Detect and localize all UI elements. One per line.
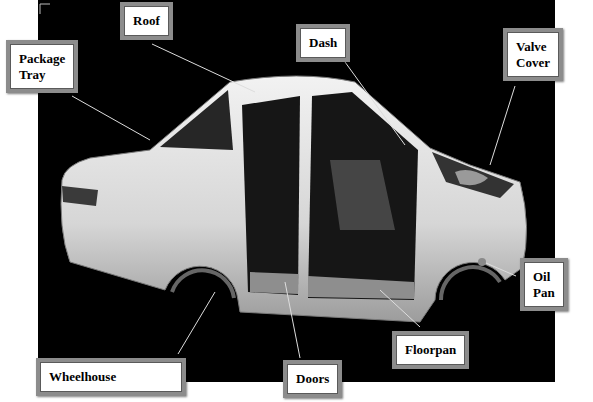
engine-bay [432, 152, 514, 198]
front-door-opening [308, 92, 418, 300]
car-body [61, 76, 527, 322]
floorpan-shape [250, 272, 414, 299]
part-label-box: Package Tray [6, 40, 78, 93]
rear-wheelhouse-shape [172, 270, 234, 298]
part-label-box: Doors [283, 360, 342, 398]
leader-line [285, 282, 300, 358]
rear-door-opening [242, 96, 300, 295]
part-label-box: Valve Cover [503, 28, 563, 81]
rear-window [160, 90, 233, 150]
part-label: Floorpan [405, 342, 456, 358]
part-label: Oil Pan [533, 269, 555, 300]
tail-light [62, 186, 98, 206]
part-label-box: Floorpan [392, 331, 469, 369]
part-label: Package Tray [19, 51, 65, 82]
part-label: Roof [133, 13, 160, 29]
front-wheelhouse-shape [441, 267, 500, 300]
valve-cover-shape [455, 170, 488, 185]
seat-frame [330, 160, 395, 230]
part-label: Valve Cover [516, 39, 550, 70]
leader-line [486, 263, 516, 276]
oil-pan-shape [478, 258, 486, 266]
leader-line [490, 86, 515, 165]
leader-line [178, 292, 215, 354]
leader-line [345, 62, 405, 145]
part-label: Dash [309, 35, 337, 51]
dark-background [38, 0, 555, 382]
part-label: Doors [296, 371, 329, 387]
part-label-box: Dash [296, 24, 350, 62]
part-label-box: Oil Pan [520, 258, 568, 311]
part-label-box: Wheelhouse [36, 358, 186, 396]
part-label: Wheelhouse [49, 369, 173, 385]
part-label-box: Roof [120, 2, 173, 40]
leader-line [152, 44, 255, 92]
leader-line [380, 290, 420, 327]
axis-icon [40, 4, 50, 14]
leader-line [72, 96, 150, 140]
